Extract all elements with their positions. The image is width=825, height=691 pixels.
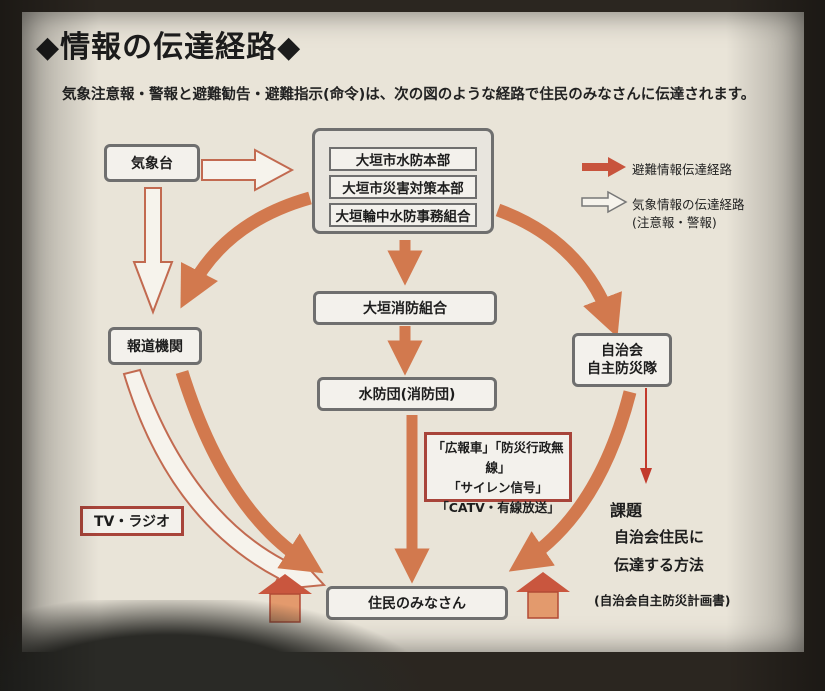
legend-weather-note: (注意報・警報) bbox=[632, 215, 717, 230]
node-suibodan: 水防団(消防団) bbox=[317, 377, 497, 411]
house-icon-right bbox=[516, 572, 570, 619]
channel-line-3: 「CATV・有線放送」 bbox=[436, 500, 560, 515]
legend-weather-label: 気象情報の伝達経路 bbox=[632, 197, 745, 212]
issue-source: (自治会自主防災計画書) bbox=[594, 593, 731, 608]
legend-evac-label: 避難情報伝達経路 bbox=[632, 162, 733, 177]
channel-line-2: 「サイレン信号」 bbox=[447, 480, 548, 495]
slide-subtitle: 気象注意報・警報と避難勧告・避難指示(命令)は、次の図のような経路で住民のみなさ… bbox=[62, 87, 756, 103]
evac-arrow-hodo-residents bbox=[175, 370, 324, 574]
legend-weather-arrow bbox=[581, 190, 628, 214]
node-jichikai: 自治会 自主防災隊 bbox=[572, 333, 672, 387]
evac-arrow-hq-hodo bbox=[180, 191, 312, 309]
weather-arrow-kishodai-hq bbox=[201, 148, 295, 192]
issue-label: 課題 bbox=[610, 501, 643, 520]
node-hq-saigai: 大垣市災害対策本部 bbox=[329, 175, 477, 199]
node-tv-radio: TV・ラジオ bbox=[80, 506, 184, 536]
node-hq-group: 大垣市水防本部 大垣市災害対策本部 大垣輪中水防事務組合 bbox=[312, 128, 494, 234]
evac-arrow-hq-jichikai bbox=[495, 203, 622, 338]
evac-arrow-jichikai-residents bbox=[508, 390, 637, 572]
node-hq-suibo: 大垣市水防本部 bbox=[329, 147, 477, 171]
node-kishodai: 気象台 bbox=[104, 144, 200, 182]
node-jichikai-line2: 自主防災隊 bbox=[587, 361, 657, 377]
slide-title: ◆情報の伝達経路◆ bbox=[36, 30, 302, 65]
issue-line-1: 自治会住民に bbox=[614, 528, 705, 546]
audience-shadow bbox=[0, 600, 420, 691]
node-shobo-kumiai: 大垣消防組合 bbox=[313, 291, 497, 325]
weather-arrow-kishodai-hodo bbox=[132, 187, 174, 315]
node-jichikai-line1: 自治会 bbox=[601, 343, 643, 359]
broadcast-channels-box: 「広報車」「防災行政無線」 「サイレン信号」 「CATV・有線放送」 bbox=[424, 432, 572, 515]
issue-line-2: 伝達する方法 bbox=[614, 556, 705, 574]
node-hodo: 報道機関 bbox=[108, 327, 202, 365]
node-hq-wajuu: 大垣輪中水防事務組合 bbox=[329, 203, 477, 227]
legend-evac-arrow bbox=[582, 157, 626, 177]
channel-line-1: 「広報車」「防災行政無線」 bbox=[432, 440, 564, 475]
